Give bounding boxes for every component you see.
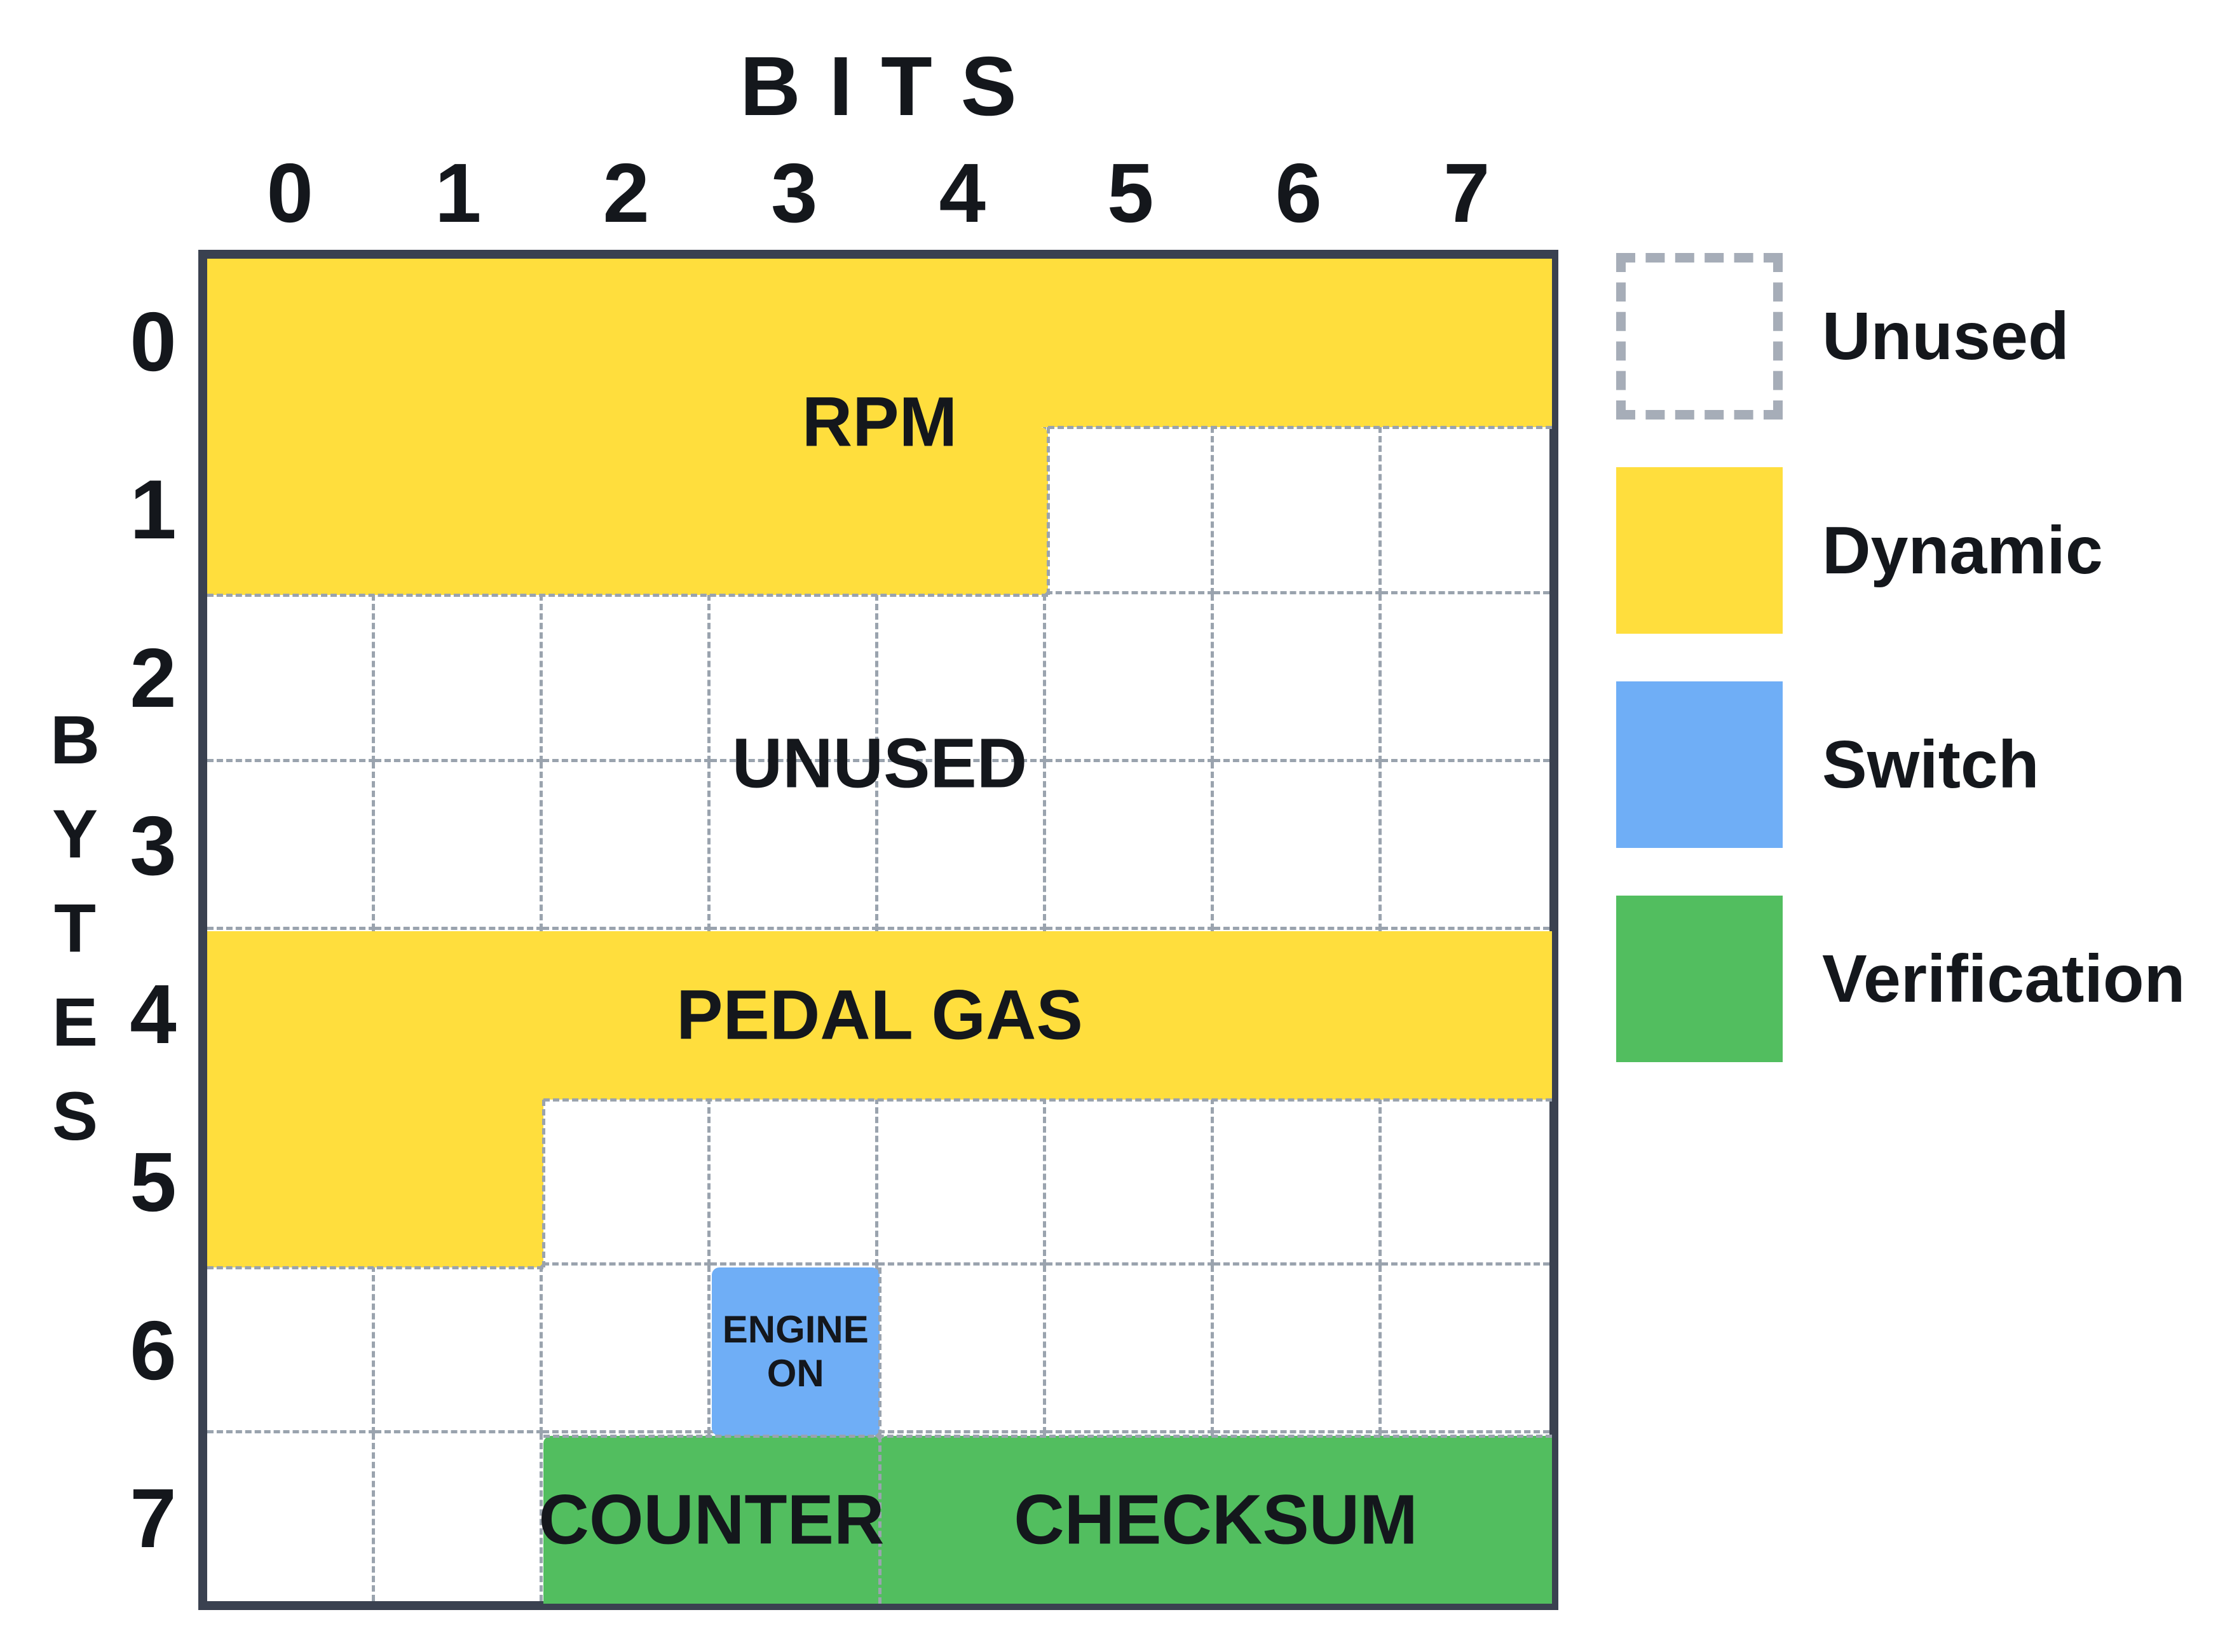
boundary-segment-4 [542,1099,545,1267]
grid-cell-byte1-bit5 [1046,427,1214,594]
grid-cell-byte2-bit3 [711,594,878,762]
zone-label-unused-area: UNUSED [732,723,1028,802]
grid-cell-byte6-bit2 [543,1266,711,1433]
grid-cell-byte2-bit5 [1046,594,1214,762]
grid-cell-byte6-bit5 [1046,1266,1214,1433]
bit-label-6: 6 [1275,146,1322,240]
grid-cell-byte1-bit6 [1214,427,1382,594]
byte-label-7: 7 [130,1471,177,1566]
y-axis-letter-E: E [51,983,99,1060]
boundary-segment-0 [1047,425,1552,429]
grid-cell-byte3-bit0 [207,762,375,930]
grid-cell-byte5-bit4 [878,1098,1046,1266]
byte-label-2: 2 [130,631,177,725]
legend-item-switch: Switch [1616,681,2039,848]
grid-cell-byte6-bit7 [1382,1266,1549,1433]
zone-engine-on [711,1267,880,1436]
zone-label-checksum: CHECKSUM [1014,1480,1418,1559]
zone-rpm-part1 [207,427,1048,595]
legend-label-verification: Verification [1822,941,2186,1016]
x-axis-title: BITS [740,39,1045,133]
y-axis-letter-B: B [50,701,100,778]
byte-label-5: 5 [130,1135,177,1229]
grid-cell-byte5-bit2 [543,1098,711,1266]
zone-label-rpm: RPM [801,382,958,461]
zone-counter [543,1435,880,1604]
grid-cell-byte2-bit4 [878,594,1046,762]
grid-cell-byte2-bit7 [1382,594,1549,762]
grid-cell-byte6-bit0 [207,1266,375,1433]
legend-swatch-switch [1616,681,1783,848]
bit-axis-labels: 0 1 2 3 4 5 6 7 [206,139,1551,247]
grid-cell-byte5-bit6 [1214,1098,1382,1266]
boundary-segment-1 [1046,427,1050,595]
byte-axis-labels: 0 1 2 3 4 5 6 7 [107,257,200,1602]
grid-cell-byte2-bit6 [1214,594,1382,762]
grid-cell-byte5-bit7 [1382,1098,1549,1266]
grid-cell-byte5-bit3 [711,1098,878,1266]
byte-label-3: 3 [130,799,177,893]
grid-cell-byte3-bit4 [878,762,1046,930]
grid-cell-byte2-bit1 [375,594,543,762]
bit-label-2: 2 [602,146,650,240]
byte-label-1: 1 [130,463,177,557]
bit-label-7: 7 [1443,146,1490,240]
grid-cell-byte7-bit0 [207,1433,375,1601]
bit-label-3: 3 [771,146,818,240]
zone-rpm-part0 [207,259,1552,427]
legend-swatch-dynamic [1616,467,1783,634]
boundary-segment-5 [207,1266,543,1269]
grid-cell-byte6-bit6 [1214,1266,1382,1433]
zone-label-pedal-gas: PEDAL GAS [676,976,1083,1055]
grid-cell-byte3-bit5 [1046,762,1214,930]
byte-label-4: 4 [130,967,177,1061]
legend-label-switch: Switch [1822,727,2039,802]
grid-cell-byte3-bit1 [375,762,543,930]
boundary-segment-8 [878,1435,881,1604]
y-axis-letter-Y: Y [51,795,99,872]
grid-cell-byte6-bit1 [375,1266,543,1433]
grid-cell-byte7-bit1 [375,1433,543,1601]
grid-cell-byte3-bit3 [711,762,878,930]
y-axis-letter-T: T [54,889,96,966]
boundary-segment-7 [543,1434,1552,1438]
grid-cell-byte6-bit4 [878,1266,1046,1433]
grid-cell-byte1-bit7 [1382,427,1549,594]
grid-cell-byte3-bit6 [1214,762,1382,930]
legend-swatch-unused [1616,253,1783,420]
zone-pedal-gas-part0 [207,931,1552,1100]
legend-item-verification: Verification [1616,896,2185,1062]
legend-item-unused: Unused [1616,253,2069,420]
grid-cell-byte2-bit0 [207,594,375,762]
bit-label-4: 4 [939,146,986,240]
boundary-segment-3 [543,1098,1552,1102]
grid-cell-byte5-bit5 [1046,1098,1214,1266]
legend-swatch-verification [1616,896,1783,1062]
y-axis-letter-S: S [51,1077,99,1154]
grid-cell-byte3-bit7 [1382,762,1549,930]
legend-item-dynamic: Dynamic [1616,467,2103,634]
legend-label-dynamic: Dynamic [1822,512,2103,588]
byte-label-6: 6 [130,1303,177,1397]
bit-label-5: 5 [1107,146,1154,240]
boundary-segment-6 [878,1267,881,1436]
zone-label-counter: COUNTER [538,1480,885,1559]
byte-label-0: 0 [130,294,177,388]
boundary-segment-2 [207,594,1048,597]
legend-label-unused: Unused [1822,298,2069,374]
zone-checksum [880,1435,1552,1604]
grid-cell-byte3-bit2 [543,762,711,930]
bit-label-0: 0 [266,146,313,240]
zone-pedal-gas-part1 [207,1099,543,1267]
bit-label-1: 1 [435,146,482,240]
grid-cell-byte2-bit2 [543,594,711,762]
